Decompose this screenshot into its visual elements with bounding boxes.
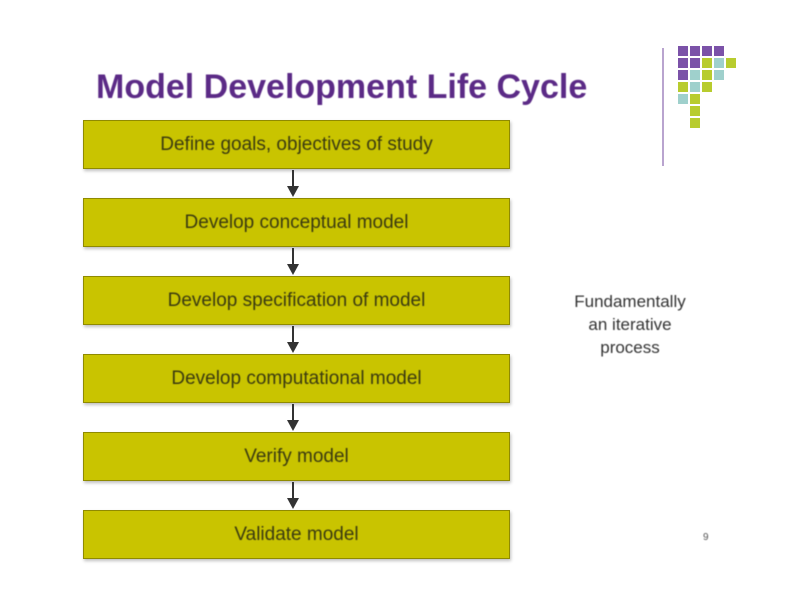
grid-square	[678, 58, 688, 68]
flow-step-define-goals: Define goals, objectives of study	[83, 120, 510, 169]
page-number: 9	[703, 532, 709, 543]
note-line: Fundamentally	[574, 292, 686, 311]
flow-step-verify: Verify model	[83, 432, 510, 481]
flow-step-validate: Validate model	[83, 510, 510, 559]
note-line: process	[600, 338, 660, 357]
grid-square	[678, 94, 688, 104]
grid-square	[678, 46, 688, 56]
down-arrow-icon	[287, 170, 299, 197]
grid-square	[690, 106, 700, 116]
flow-step-label: Validate model	[234, 523, 359, 545]
grid-square	[714, 70, 724, 80]
iterative-process-note: Fundamentally an iterative process	[540, 290, 720, 359]
down-arrow-icon	[287, 326, 299, 353]
grid-square	[714, 58, 724, 68]
grid-square	[714, 46, 724, 56]
down-arrow-icon	[287, 404, 299, 431]
flow-step-label: Develop conceptual model	[184, 211, 409, 233]
flow-step-label: Develop specification of model	[167, 289, 426, 311]
flow-step-specification: Develop specification of model	[83, 276, 510, 325]
flow-step-computational-model: Develop computational model	[83, 354, 510, 403]
grid-square	[690, 82, 700, 92]
grid-square	[690, 118, 700, 128]
grid-square	[690, 46, 700, 56]
slide-title: Model Development Life Cycle	[96, 68, 588, 106]
grid-square	[702, 82, 712, 92]
note-line: an iterative	[588, 315, 672, 334]
flow-step-label: Develop computational model	[171, 367, 422, 389]
title-divider	[662, 48, 664, 166]
grid-square	[702, 46, 712, 56]
grid-square	[690, 58, 700, 68]
down-arrow-icon	[287, 482, 299, 509]
flow-step-label: Define goals, objectives of study	[160, 133, 433, 155]
grid-square	[702, 58, 712, 68]
flow-step-conceptual-model: Develop conceptual model	[83, 198, 510, 247]
square-grid-icon	[678, 46, 742, 146]
grid-square	[678, 70, 688, 80]
grid-square	[678, 82, 688, 92]
grid-square	[726, 58, 736, 68]
grid-square	[690, 94, 700, 104]
down-arrow-icon	[287, 248, 299, 275]
flow-step-label: Verify model	[244, 445, 349, 467]
grid-square	[690, 70, 700, 80]
grid-square	[702, 70, 712, 80]
